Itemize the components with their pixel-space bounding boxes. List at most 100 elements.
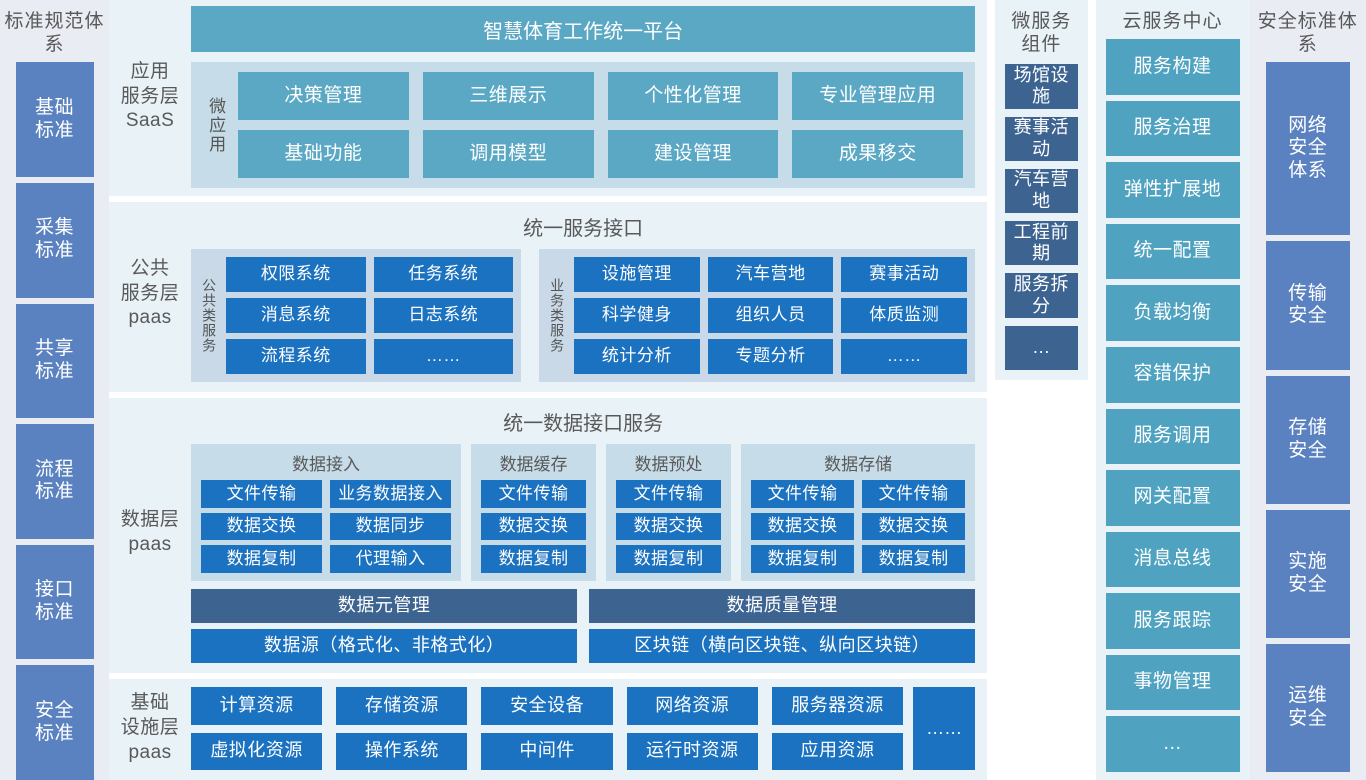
public-service-item-1[interactable]: 任务系统 bbox=[373, 257, 514, 292]
cloud-item-6[interactable]: 服务调用 bbox=[1105, 408, 1240, 465]
data-pre-item-1[interactable]: 数据交换 bbox=[616, 512, 722, 541]
public-service-item-4[interactable]: 流程系统 bbox=[226, 339, 366, 374]
infra-item-9[interactable]: 应用资源 bbox=[771, 732, 904, 770]
data-store-item-0[interactable]: 文件传输 bbox=[751, 480, 855, 508]
standards-item-0[interactable]: 基础标准 bbox=[15, 62, 94, 177]
infra-item-7[interactable]: 中间件 bbox=[481, 732, 613, 770]
security-item-1[interactable]: 传输安全 bbox=[1265, 241, 1350, 370]
cloud-item-8[interactable]: 消息总线 bbox=[1105, 531, 1240, 588]
data-access-item-4[interactable]: 数据复制 bbox=[201, 545, 323, 573]
app-item-7[interactable]: 成果移交 bbox=[792, 130, 964, 178]
infra-item-3[interactable]: 网络资源 bbox=[626, 687, 758, 725]
infra-item-6[interactable]: 操作系统 bbox=[336, 732, 468, 770]
business-service-item-3[interactable]: 科学健身 bbox=[574, 298, 700, 333]
cloud-item-3[interactable]: 统一配置 bbox=[1105, 223, 1240, 280]
data-access-item-0[interactable]: 文件传输 bbox=[201, 480, 323, 508]
cloud-item-10[interactable]: 事物管理 bbox=[1105, 654, 1240, 711]
app-item-5[interactable]: 调用模型 bbox=[422, 130, 594, 178]
business-service-item-7[interactable]: 专题分析 bbox=[707, 339, 834, 374]
data-group-preprocess-grid: 文件传输 数据交换 数据复制 bbox=[616, 480, 722, 573]
infra-item-4[interactable]: 服务器资源 bbox=[771, 687, 904, 725]
infrastructure-more-box[interactable]: …… bbox=[913, 687, 976, 770]
cloud-item-more[interactable]: … bbox=[1105, 716, 1240, 772]
security-item-4[interactable]: 运维安全 bbox=[1265, 643, 1350, 772]
data-element-management-bar[interactable]: 数据元管理 bbox=[191, 589, 578, 623]
business-service-item-0[interactable]: 设施管理 bbox=[574, 257, 700, 292]
infra-item-0[interactable]: 计算资源 bbox=[191, 687, 323, 725]
standards-item-1[interactable]: 采集标准 bbox=[15, 182, 94, 298]
business-service-grid: 设施管理 汽车营地 赛事活动 科学健身 组织人员 体质监测 统计分析 专题分析 … bbox=[574, 257, 968, 374]
cloud-item-1[interactable]: 服务治理 bbox=[1105, 100, 1240, 157]
standards-item-3[interactable]: 流程标准 bbox=[15, 424, 94, 539]
microservice-item-1[interactable]: 赛事活动 bbox=[1005, 116, 1078, 161]
public-service-item-3[interactable]: 日志系统 bbox=[373, 298, 514, 333]
business-service-item-4[interactable]: 组织人员 bbox=[707, 298, 834, 333]
data-group-cache-grid: 文件传输 数据交换 数据复制 bbox=[481, 480, 587, 573]
public-service-item-0[interactable]: 权限系统 bbox=[226, 257, 366, 292]
microservice-column-title: 微服务组件 bbox=[1011, 11, 1072, 56]
data-store-item-1[interactable]: 文件传输 bbox=[862, 480, 966, 508]
business-service-item-6[interactable]: 统计分析 bbox=[574, 339, 700, 374]
app-item-3[interactable]: 专业管理应用 bbox=[792, 72, 964, 120]
data-quality-management-bar[interactable]: 数据质量管理 bbox=[589, 589, 976, 623]
security-standards-list: 网络安全体系 传输安全 存储安全 实施安全 运维安全 bbox=[1250, 62, 1366, 772]
data-cache-item-2[interactable]: 数据复制 bbox=[481, 545, 587, 573]
infra-item-1[interactable]: 存储资源 bbox=[336, 687, 468, 725]
data-management-bars: 数据元管理 数据质量管理 数据源（格式化、非格式化） 区块链（横向区块链、纵向区… bbox=[191, 589, 976, 663]
data-group-storage-grid: 文件传输 文件传输 数据交换 数据交换 数据复制 数据复制 bbox=[751, 480, 966, 573]
business-service-group: 业务类服务 设施管理 汽车营地 赛事活动 科学健身 组织人员 体质监测 统计分析… bbox=[539, 249, 976, 382]
standards-item-4[interactable]: 接口标准 bbox=[15, 544, 94, 660]
microservice-item-0[interactable]: 场馆设施 bbox=[1005, 64, 1078, 109]
standards-item-2[interactable]: 共享标准 bbox=[15, 303, 94, 419]
business-service-item-1[interactable]: 汽车营地 bbox=[707, 257, 834, 292]
data-access-item-2[interactable]: 数据交换 bbox=[201, 512, 323, 541]
data-pre-item-2[interactable]: 数据复制 bbox=[616, 545, 722, 573]
data-store-item-4[interactable]: 数据复制 bbox=[751, 545, 855, 573]
standards-list: 基础标准 采集标准 共享标准 流程标准 接口标准 安全标准 bbox=[0, 62, 109, 780]
cloud-item-5[interactable]: 容错保护 bbox=[1105, 346, 1240, 403]
data-cache-item-0[interactable]: 文件传输 bbox=[481, 480, 587, 508]
microservice-column: 微服务组件 场馆设施 赛事活动 汽车营地 工程前期 服务拆分 … bbox=[987, 0, 1088, 780]
business-service-item-5[interactable]: 体质监测 bbox=[841, 298, 968, 333]
data-cache-item-1[interactable]: 数据交换 bbox=[481, 512, 587, 541]
infra-item-2[interactable]: 安全设备 bbox=[481, 687, 613, 725]
security-item-0[interactable]: 网络安全体系 bbox=[1265, 62, 1350, 236]
security-item-2[interactable]: 存储安全 bbox=[1265, 375, 1350, 504]
cloud-item-7[interactable]: 网关配置 bbox=[1105, 470, 1240, 526]
app-item-6[interactable]: 建设管理 bbox=[607, 130, 779, 178]
business-service-item-8[interactable]: …… bbox=[841, 339, 968, 374]
security-item-3[interactable]: 实施安全 bbox=[1265, 509, 1350, 638]
data-pre-item-0[interactable]: 文件传输 bbox=[616, 480, 722, 508]
standards-item-5[interactable]: 安全标准 bbox=[15, 665, 94, 780]
microservice-item-3[interactable]: 工程前期 bbox=[1005, 221, 1078, 266]
microservice-item-more[interactable]: … bbox=[1005, 325, 1078, 371]
business-service-item-2[interactable]: 赛事活动 bbox=[841, 257, 968, 292]
cloud-item-0[interactable]: 服务构建 bbox=[1105, 39, 1240, 95]
data-source-bar[interactable]: 数据源（格式化、非格式化） bbox=[191, 629, 578, 663]
cloud-item-2[interactable]: 弹性扩展地 bbox=[1105, 162, 1240, 218]
blockchain-bar[interactable]: 区块链（横向区块链、纵向区块链） bbox=[589, 629, 976, 663]
app-item-2[interactable]: 个性化管理 bbox=[607, 72, 779, 120]
data-store-item-2[interactable]: 数据交换 bbox=[751, 512, 855, 541]
data-store-item-5[interactable]: 数据复制 bbox=[862, 545, 966, 573]
data-group-access-grid: 文件传输 业务数据接入 数据交换 数据同步 数据复制 代理输入 bbox=[201, 480, 452, 573]
microservice-item-2[interactable]: 汽车营地 bbox=[1005, 168, 1078, 214]
cloud-item-9[interactable]: 服务跟踪 bbox=[1105, 593, 1240, 649]
data-access-item-5[interactable]: 代理输入 bbox=[330, 545, 452, 573]
public-service-item-2[interactable]: 消息系统 bbox=[226, 298, 366, 333]
public-service-item-5[interactable]: …… bbox=[373, 339, 514, 374]
app-item-4[interactable]: 基础功能 bbox=[238, 130, 409, 178]
app-item-0[interactable]: 决策管理 bbox=[238, 72, 409, 120]
infra-item-5[interactable]: 虚拟化资源 bbox=[191, 732, 323, 770]
infra-item-8[interactable]: 运行时资源 bbox=[626, 732, 758, 770]
cloud-item-4[interactable]: 负载均衡 bbox=[1105, 285, 1240, 341]
microservice-item-4[interactable]: 服务拆分 bbox=[1005, 273, 1078, 318]
app-item-1[interactable]: 三维展示 bbox=[422, 72, 594, 120]
data-access-item-3[interactable]: 数据同步 bbox=[330, 512, 452, 541]
data-access-item-1[interactable]: 业务数据接入 bbox=[330, 480, 452, 508]
data-store-item-3[interactable]: 数据交换 bbox=[862, 512, 966, 541]
